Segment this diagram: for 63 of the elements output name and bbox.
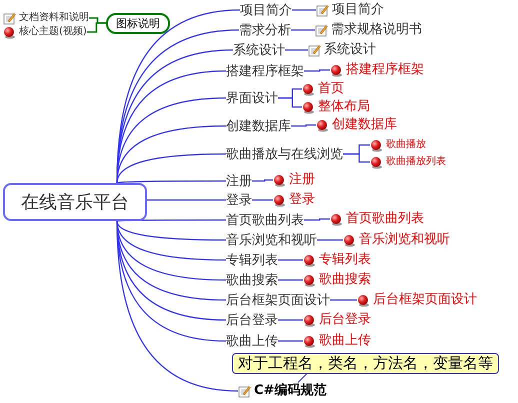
topic-label: 首页歌曲列表 bbox=[226, 212, 304, 228]
topic-label: 后台登录 bbox=[226, 312, 278, 328]
subtopic-label: 需求规格说明书 bbox=[331, 22, 422, 38]
subtopic-label: 核心主题(视频) bbox=[19, 26, 87, 38]
topic-label: 歌曲播放与在线浏览 bbox=[226, 146, 343, 162]
subtopic-label: 歌曲上传 bbox=[319, 333, 371, 349]
subtopic-label: 专辑列表 bbox=[319, 252, 371, 268]
subtopic-label: 后台框架页面设计 bbox=[373, 292, 477, 308]
connector-line bbox=[285, 49, 308, 51]
subtopic-label: 歌曲播放 bbox=[386, 139, 426, 151]
topic-label: 音乐浏览和视听 bbox=[226, 232, 317, 248]
connector-line bbox=[317, 239, 343, 241]
subtopic-label: 文档资料和说明 bbox=[19, 12, 89, 24]
subtopic-label: 后台登录 bbox=[319, 312, 371, 328]
connector-line bbox=[304, 69, 330, 72]
connector-line bbox=[298, 373, 308, 383]
connector-line bbox=[116, 180, 226, 184]
subtopic-label: 注册 bbox=[289, 172, 315, 188]
topic-label: 创建数据库 bbox=[226, 118, 291, 134]
connector-line bbox=[86, 22, 106, 33]
connector-line bbox=[304, 218, 330, 221]
connector-line bbox=[252, 179, 273, 182]
connector-line bbox=[278, 319, 303, 321]
subtopic-label: 整体布局 bbox=[318, 99, 370, 115]
subtopic-label: 创建数据库 bbox=[332, 117, 397, 133]
connector-line bbox=[343, 153, 370, 163]
topic-label: 歌曲上传 bbox=[226, 332, 278, 350]
connector-line bbox=[278, 259, 303, 261]
subtopic-label: 首页歌曲列表 bbox=[346, 211, 424, 227]
connector-line bbox=[116, 153, 226, 184]
central-topic-box: 在线音乐平台 bbox=[3, 183, 147, 221]
connector-line bbox=[278, 97, 302, 108]
topic-label: 后台框架页面设计 bbox=[226, 292, 330, 308]
connector-line bbox=[147, 199, 226, 201]
subtopic-label: 歌曲搜索 bbox=[319, 272, 371, 288]
topic-label: 注册 bbox=[226, 172, 252, 190]
subtopic-label: 音乐浏览和视听 bbox=[359, 232, 450, 248]
subtopic-label: 登录 bbox=[289, 192, 315, 208]
connector-line bbox=[278, 340, 303, 342]
topic-label: 歌曲搜索 bbox=[226, 272, 278, 288]
subtopic-label: 歌曲播放列表 bbox=[386, 156, 446, 168]
connector-line bbox=[291, 124, 316, 127]
connector-line bbox=[330, 299, 357, 301]
subtopic-label: 项目简介 bbox=[332, 2, 384, 18]
connector-line bbox=[252, 199, 273, 201]
subtopic-label: 搭建程序框架 bbox=[346, 62, 424, 78]
callout-box: 对于工程名，类名，方法名，变量名等 bbox=[232, 352, 499, 374]
topic-label: 专辑列表 bbox=[226, 252, 278, 268]
connector-line bbox=[116, 220, 226, 241]
topic-label: 搭建程序框架 bbox=[226, 62, 304, 80]
topic-label: 需求分析 bbox=[239, 22, 291, 38]
topic-label: 界面设计 bbox=[226, 90, 278, 106]
connector-line bbox=[116, 220, 238, 392]
subtopic-label: 首页 bbox=[318, 81, 344, 97]
topic-label: 项目简介 bbox=[240, 2, 292, 18]
topic-label: 系统设计 bbox=[233, 42, 285, 58]
connector-line bbox=[292, 9, 316, 11]
topic-label: 登录 bbox=[226, 192, 252, 208]
legend-box: 图标说明 bbox=[106, 12, 170, 34]
connector-line bbox=[291, 29, 315, 31]
connector-line bbox=[278, 279, 303, 281]
subtopic-label: 系统设计 bbox=[324, 42, 376, 58]
subtopic-label: C#编码规范 bbox=[254, 383, 326, 399]
